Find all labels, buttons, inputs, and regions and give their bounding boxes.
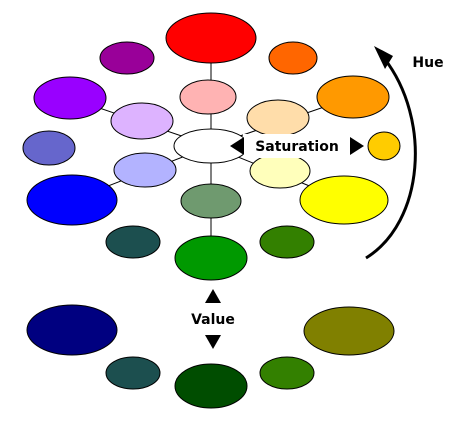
tint-gray-green — [180, 183, 242, 219]
triangle-left-icon — [230, 137, 244, 155]
value-dark-teal — [105, 356, 161, 390]
hue-orange-red — [268, 41, 318, 75]
triangle-down-icon — [205, 335, 221, 349]
hue-green — [174, 235, 248, 281]
value-olive — [303, 306, 395, 356]
tint-lavender — [110, 102, 174, 140]
hue-purple — [99, 41, 155, 75]
hue-ring — [22, 12, 401, 281]
value-ring — [26, 304, 395, 409]
curved-arrow-icon — [365, 57, 417, 260]
hue-blue — [26, 174, 118, 226]
hue-orange — [316, 75, 390, 119]
arrowhead-icon — [374, 46, 393, 69]
saturation-label-bg — [243, 134, 348, 158]
triangle-up-icon — [205, 289, 221, 303]
tint-light-yellow — [249, 153, 311, 189]
value-navy — [26, 304, 118, 356]
hue-indicator: Hue — [365, 46, 444, 260]
value-label: Value — [191, 312, 235, 328]
tint-ring — [110, 79, 311, 219]
tint-pink — [179, 79, 237, 115]
hue-violet — [33, 76, 107, 120]
value-darkest-green — [174, 363, 248, 409]
tint-peach — [246, 99, 310, 137]
hue-slate-blue — [22, 130, 76, 166]
value-dark-green — [259, 356, 315, 390]
value-indicator: Value — [191, 289, 235, 349]
hue-amber — [367, 131, 401, 161]
hue-yellow — [299, 175, 389, 225]
hue-dark-green — [259, 225, 315, 259]
triangle-right-icon — [350, 137, 364, 155]
hue-label: Hue — [412, 55, 443, 71]
hue-dark-teal — [105, 225, 161, 259]
saturation-label: Saturation — [255, 139, 339, 155]
tint-periwinkle — [113, 152, 177, 188]
saturation-indicator: Saturation — [230, 134, 364, 158]
hue-red — [165, 12, 257, 64]
